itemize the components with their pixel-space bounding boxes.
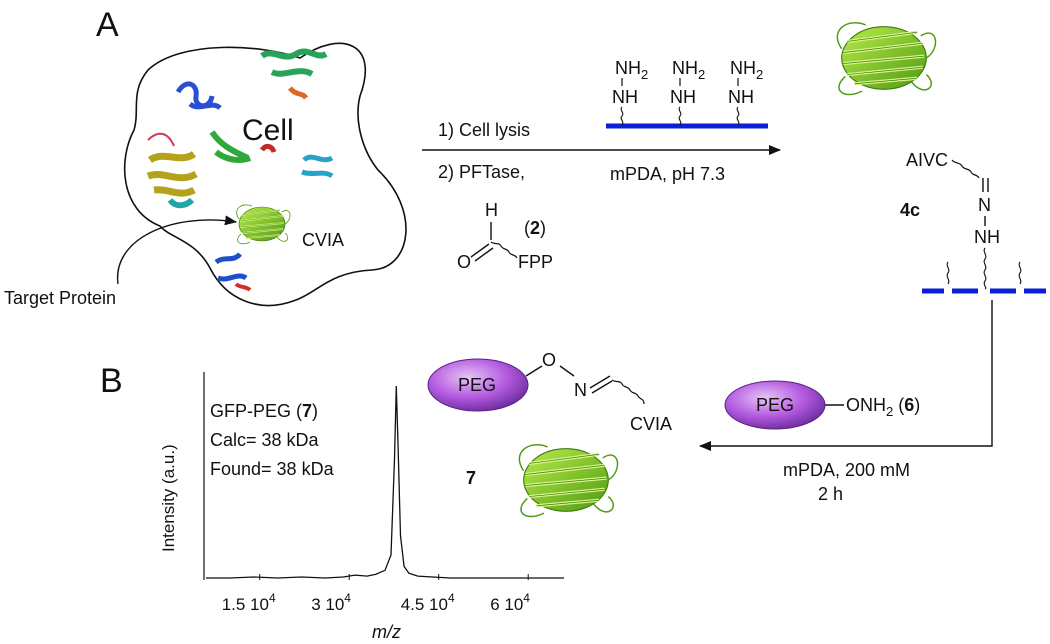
mass-spectrum-chart: Intensity (a.u.) m/z GFP-PEG (7) Calc= 3… xyxy=(159,372,564,642)
product-4c-n: N xyxy=(978,195,991,215)
target-protein-label: Target Protein xyxy=(4,288,116,308)
product-4c-tag: AIVC xyxy=(906,150,948,170)
step1-conditions: mPDA, pH 7.3 xyxy=(610,164,725,184)
hydrazide-3-nh2: NH2 xyxy=(730,58,763,82)
product-4c-label: 4c xyxy=(900,200,920,220)
annotation-line3: Found= 38 kDa xyxy=(210,459,335,479)
x-tick-group: 1.5 104 3 104 4.5 104 6 104 xyxy=(222,574,530,614)
reagent-fpp: FPP xyxy=(518,252,553,272)
target-pointer-arrow xyxy=(116,215,237,285)
aldehyde-reagent: H O FPP (2) xyxy=(457,200,553,272)
reagent-h: H xyxy=(485,200,498,220)
x-tick-label: 4.5 104 xyxy=(401,591,455,614)
x-tick-label: 1.5 104 xyxy=(222,591,276,614)
bead-surface-4c xyxy=(922,261,1046,294)
hydrazide-group-3: NH2 NH xyxy=(728,58,763,126)
cell-label: Cell xyxy=(242,114,294,147)
x-tick-label: 6 104 xyxy=(490,591,530,614)
product-4c-nh: NH xyxy=(974,227,1000,247)
product-7-peg-label: PEG xyxy=(458,375,496,395)
step2-arrow xyxy=(699,300,993,451)
x-axis-label: m/z xyxy=(372,622,401,642)
cell-protein-cluster xyxy=(146,48,334,292)
step1-line2: 2) PFTase, xyxy=(438,162,525,182)
product-4c-gfp xyxy=(835,21,938,97)
reagent-o: O xyxy=(457,252,471,272)
product-7-gfp xyxy=(517,443,620,519)
product-7-label: 7 xyxy=(466,468,476,488)
hydrazide-1-nh2: NH2 xyxy=(615,58,648,82)
hydrazide-1-nh: NH xyxy=(612,87,638,107)
target-gfp-protein xyxy=(235,203,291,245)
hydrazide-group-2: NH2 NH xyxy=(670,58,705,126)
step1-line1: 1) Cell lysis xyxy=(438,120,530,140)
hydrazide-3-nh: NH xyxy=(728,87,754,107)
reagent-2-label: (2) xyxy=(524,218,546,238)
product-7-tag: CVIA xyxy=(630,414,672,434)
spectrum-series-line xyxy=(206,385,564,579)
step2-condition-1: mPDA, 200 mM xyxy=(783,460,910,480)
annotation-line1: GFP-PEG (7) xyxy=(210,401,318,421)
reagent-6-formula: ONH2 (6) xyxy=(846,395,920,419)
cell-outline xyxy=(123,42,407,307)
step2-condition-2: 2 h xyxy=(818,484,843,504)
hydrazide-2-nh2: NH2 xyxy=(672,58,705,82)
product-7-o: O xyxy=(542,350,556,370)
y-axis-label: Intensity (a.u.) xyxy=(159,444,178,552)
panel-b-label: B xyxy=(100,362,123,400)
reagent-peg-label: PEG xyxy=(756,395,794,415)
product-7-peg-ellipse xyxy=(427,358,529,412)
hydrazide-2-nh: NH xyxy=(670,87,696,107)
cell-cvia-tag: CVIA xyxy=(302,230,344,250)
reagent-2-number: 2 xyxy=(530,218,540,238)
panel-a-label: A xyxy=(96,6,119,44)
product-7-n: N xyxy=(574,380,587,400)
hydrazide-group-1: NH2 NH xyxy=(612,58,648,126)
annotation-line2: Calc= 38 kDa xyxy=(210,430,320,450)
x-tick-label: 3 104 xyxy=(311,591,351,614)
